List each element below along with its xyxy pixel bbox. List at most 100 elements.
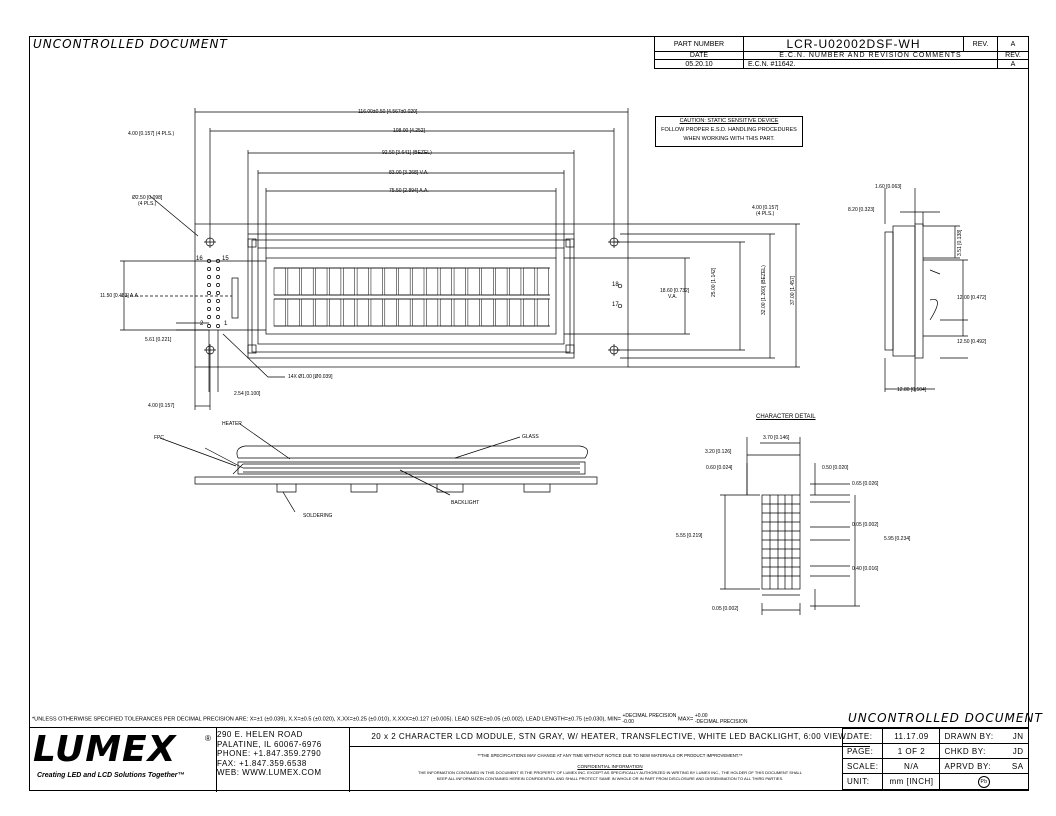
dim-va-width: 83.00 [3.268] V.A. [389, 170, 429, 176]
section-view [159, 423, 598, 513]
dim-hole-height: 25.00 [1.142] [711, 267, 717, 297]
lcd-character-cell [315, 267, 328, 296]
chkd-value-cell: JD [997, 743, 1028, 759]
lcd-character-cell [523, 267, 536, 296]
caution-box: CAUTION: STATIC SENSITIVE DEVICE FOLLOW … [655, 116, 803, 147]
lcd-character-cell [453, 267, 466, 296]
pin-holes [207, 259, 623, 328]
lcd-character-cell [301, 298, 314, 327]
side-dim-1: 1.60 [0.063] [875, 184, 902, 190]
lcd-character-cell [426, 298, 439, 327]
confidential-line-2: KEEP ALL INFORMATION CONTAINED HEREIN CO… [436, 776, 784, 781]
revision-block: PART NUMBER LCR-U02002DSF-WH REV. A DATE… [654, 36, 1029, 69]
uncontrolled-watermark-top: UNCONTROLLED DOCUMENT [33, 37, 228, 51]
lcd-character-cell [398, 298, 411, 327]
info-grid: DATE: 11.17.09 DRAWN BY: JN PAGE: 1 OF 2… [841, 728, 1028, 790]
dim-hole-diameter-pls: (4 PLS.) [138, 201, 157, 207]
fpc-label: FPC [154, 435, 164, 441]
uncontrolled-watermark-bottom: UNCONTROLLED DOCUMENT [848, 711, 1043, 725]
lcd-character-cell [343, 298, 355, 327]
lcd-character-cell [273, 267, 286, 296]
drawing-frame [29, 36, 1029, 791]
lcd-character-cell [467, 298, 480, 327]
lcd-character-cells [274, 267, 550, 327]
rev-value: A [997, 36, 1029, 52]
address-block: 290 E. HELEN ROAD PALATINE, IL 60067-697… [217, 730, 347, 778]
character-detail-title: CHARACTER DETAIL [756, 414, 816, 420]
pin-17-label: 17 [612, 302, 619, 308]
backlight-label: BACKLIGHT [451, 500, 480, 506]
logo-tagline: Creating LED and LCD Solutions Together™ [37, 772, 185, 779]
dim-overall-width: 116.00±0.50 [4.567±0.020] [358, 109, 418, 115]
lcd-character-cell [509, 298, 522, 327]
lcd-character-cell [287, 267, 300, 296]
char-dim-dot-width: 3.20 [0.126] [705, 449, 732, 455]
side-dim-2: 8.20 [0.323] [848, 207, 875, 213]
scale-label-cell: SCALE: [841, 758, 884, 774]
char-dim-height-left: 5.55 [0.219] [676, 533, 703, 539]
lcd-character-cell [481, 267, 494, 296]
dim-pin-offset: 5.61 [0.221] [145, 337, 172, 343]
char-dim-width-total: 3.70 [0.146] [763, 435, 790, 441]
rev-value-2: A [997, 59, 1029, 69]
page-label-cell: PAGE: [841, 743, 884, 759]
active-area [265, 257, 557, 335]
char-dim-gap-left: 0.60 [0.024] [706, 465, 733, 471]
lcd-character-cell [453, 298, 466, 327]
lcd-character-cell [412, 267, 425, 296]
dim-overall-height: 37.00 [1.457] [790, 275, 796, 305]
pb-free-icon: Pb [978, 775, 991, 788]
tolerance-max: +0.00-DECIMAL PRECISION [694, 713, 748, 725]
aprvd-label-cell: APRVD BY: [939, 758, 998, 774]
caution-line-1: CAUTION: STATIC SENSITIVE DEVICE [679, 118, 779, 124]
lcd-character-cell [467, 267, 480, 296]
lcd-character-cell [412, 298, 425, 327]
caution-line-2: FOLLOW PROPER E.S.D. HANDLING PROCEDURES [661, 127, 797, 133]
lcd-character-cell [315, 298, 328, 327]
dim-bezel-height: 32.00 [1.260] (BEZEL) [761, 265, 767, 315]
description-cell: 20 x 2 CHARACTER LCD MODULE, STN GRAY, W… [349, 728, 870, 792]
pb-free-cell: Pb [939, 773, 1028, 790]
address-web: WEB: WWW.LUMEX.COM [217, 768, 322, 777]
dim-hole-diameter: Ø2.50 [0.098] [132, 195, 163, 201]
char-dim-bottom: 0.05 [0.002] [712, 606, 739, 612]
dim-pin-pad: 14X Ø1.00 [Ø0.039] [288, 374, 333, 380]
pin-16-label: 16 [196, 256, 203, 262]
date-label-cell: DATE: [841, 728, 884, 744]
logo-cell: LUMEX ® Creating LED and LCD Solutions T… [29, 728, 217, 792]
lcd-character-cell [495, 298, 508, 327]
dim-hole-offset-right-pls: (4 PLS.) [756, 211, 775, 217]
dim-hole-offset: 4.00 [0.157] (4 PLS.) [128, 131, 175, 137]
tolerance-note-text: *UNLESS OTHERWISE SPECIFIED TOLERANCES P… [32, 716, 621, 723]
tolerance-min: +DECIMAL PRECISION-0.00 [622, 713, 677, 725]
dim-bezel-width: 92.50 [3.641] (BEZEL) [382, 150, 432, 156]
dim-pin-pitch: 2.54 [0.100] [234, 391, 261, 397]
lcd-character-cell [370, 267, 383, 296]
char-dim-pitch-v: 0.65 [0.026] [852, 481, 879, 487]
module-outline [194, 223, 629, 368]
address-fax: FAX: +1.847.359.6538 [217, 758, 307, 768]
side-dim-5: 12.50 [0.492] [957, 339, 987, 345]
heater-label: HEATER [222, 421, 242, 427]
lcd-character-cell [398, 267, 411, 296]
soldering-label: SOLDERING [303, 513, 333, 519]
lcd-character-cell [301, 267, 314, 296]
address-phone: PHONE: +1.847.359.2790 [217, 749, 322, 758]
address-line-2: PALATINE, IL 60067-6976 [217, 739, 322, 749]
lcd-character-cell [481, 298, 494, 327]
lcd-character-cell [329, 267, 342, 296]
spec-note: **THE SPECIFICATIONS MAY CHANGE AT ANY T… [477, 753, 743, 758]
lcd-character-cell [439, 267, 452, 296]
char-dim-dot-gap: 0.05 [0.002] [852, 522, 879, 528]
pin-2-label: 2 [200, 321, 204, 327]
lcd-character-cell [536, 298, 549, 327]
part-number: LCR-U02002DSF-WH [743, 36, 964, 52]
char-dim-cursor: 0.40 [0.016] [852, 566, 879, 572]
dim-left-hole: 4.00 [0.157] [148, 403, 175, 409]
bezel-outline [247, 233, 575, 359]
confidential-line-1: THE INFORMATION CONTAINED IN THIS DOCUME… [418, 770, 802, 775]
confidential-title: CONFIDENTIAL INFORMATION [577, 764, 643, 769]
date-value-cell: 11.17.09 [882, 728, 941, 744]
pin-18-label: 18 [612, 282, 619, 288]
